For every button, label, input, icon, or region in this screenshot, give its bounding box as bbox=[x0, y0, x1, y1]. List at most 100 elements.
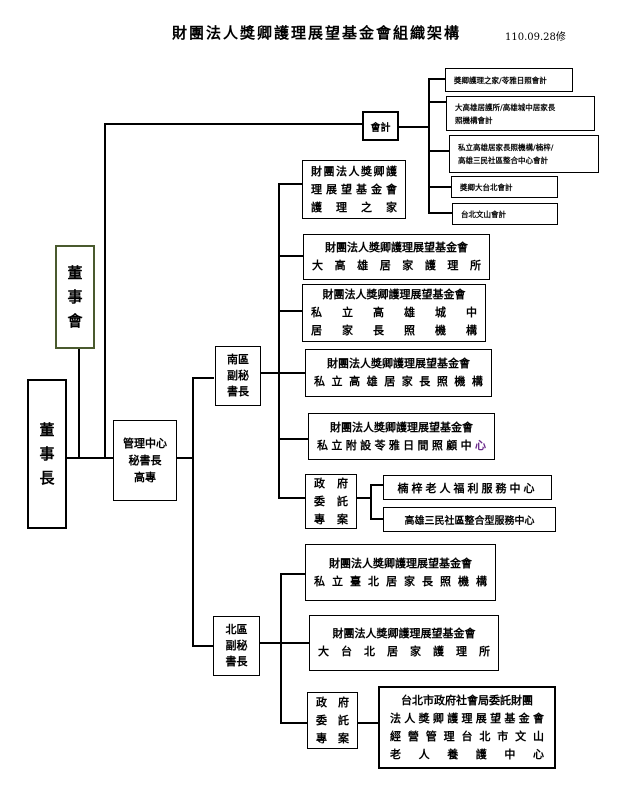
accounting-box[interactable]: 會計 bbox=[362, 111, 399, 141]
char: 政 bbox=[316, 695, 327, 709]
connector bbox=[370, 518, 384, 520]
south-deputy-box[interactable]: 南區 副秘 書長 bbox=[215, 346, 261, 406]
gov-row: 政府 bbox=[316, 694, 349, 712]
char: 台 bbox=[461, 729, 473, 743]
char: 心 bbox=[532, 747, 544, 761]
chairman-box[interactable]: 董 事 長 bbox=[27, 379, 67, 529]
unit-row: 財團法人獎卿護理展望基金會 bbox=[314, 355, 483, 373]
south-unit-chengzhong[interactable]: 財團法人獎卿護理展望基金會 私立高雄城中 居家長照機構 bbox=[302, 284, 486, 342]
char: 立 bbox=[332, 574, 343, 588]
char: 人 bbox=[404, 711, 416, 725]
char: 委 bbox=[314, 494, 325, 508]
char: 照 bbox=[436, 375, 448, 388]
char: 託 bbox=[337, 494, 348, 508]
char: 居 bbox=[311, 324, 322, 337]
char: 市 bbox=[497, 729, 509, 743]
char: 台 bbox=[341, 645, 352, 658]
board-char: 事 bbox=[67, 288, 83, 306]
secretary-general-line: 高專 bbox=[134, 471, 156, 484]
accounting-child-box[interactable]: 台北文山會計 bbox=[452, 203, 558, 225]
south-gov-commission-box[interactable]: 政府 委託 專案 bbox=[305, 474, 357, 529]
connector bbox=[428, 150, 450, 152]
accounting-child-box[interactable]: 獎卿大台北會計 bbox=[451, 176, 558, 198]
char: 私 bbox=[311, 306, 322, 319]
south-unit-nursing-home[interactable]: 財團法人獎卿護 理展望基金會 護理之家 bbox=[302, 160, 406, 219]
board-char: 董 bbox=[67, 264, 83, 282]
gov-row: 專案 bbox=[314, 511, 348, 529]
char: 委 bbox=[316, 713, 327, 727]
char: 構 bbox=[471, 375, 483, 388]
connector bbox=[260, 642, 310, 644]
char: 金 bbox=[518, 711, 530, 725]
char: 家 bbox=[342, 324, 353, 337]
char: 政 bbox=[314, 476, 325, 490]
connector bbox=[78, 348, 80, 458]
char: 構 bbox=[466, 324, 477, 337]
char: 卿 bbox=[373, 164, 385, 178]
south-unit-kaohsiung-ltc[interactable]: 財團法人獎卿護理展望基金會 私立高雄居家長照機構 bbox=[305, 349, 492, 397]
connector bbox=[370, 484, 372, 520]
char: 護 bbox=[447, 711, 459, 725]
accounting-label: 會計 bbox=[370, 122, 391, 134]
char: 養 bbox=[447, 747, 459, 761]
connector bbox=[278, 310, 304, 312]
char: 苓 bbox=[374, 438, 386, 452]
accounting-child-box[interactable]: 大高雄居護所/高雄城中居家長 照機構會計 bbox=[446, 96, 595, 131]
char: 台北市政府社會局委託財團 bbox=[401, 693, 533, 707]
char: 理 bbox=[461, 711, 473, 725]
accounting-child-box[interactable]: 私立高雄居家長照機構/楠梓/ 高雄三民社區整合中心會計 bbox=[449, 135, 599, 173]
north-unit-taipei-home-nursing[interactable]: 財團法人獎卿護理展望基金會 大台北居家護理所 bbox=[309, 615, 499, 671]
accounting-child-box[interactable]: 獎卿護理之家/苓雅日照會計 bbox=[445, 68, 573, 92]
south-deputy-line: 書長 bbox=[227, 385, 249, 398]
char: 人 bbox=[418, 747, 430, 761]
char: 雅 bbox=[388, 438, 400, 452]
char: 家 bbox=[402, 259, 414, 272]
north-unit-taipei-ltc[interactable]: 財團法人獎卿護理展望基金會 私立臺北居家長照機構 bbox=[305, 544, 496, 601]
unit-row: 財團法人獎卿護理展望基金會 bbox=[312, 239, 481, 257]
unit-row: 經營管理台北市文山 bbox=[390, 728, 544, 746]
char: 理 bbox=[456, 645, 467, 658]
char: 財團法人獎卿護理展望基金會 bbox=[325, 241, 468, 254]
secretary-general-box[interactable]: 管理中心 秘書長 高專 bbox=[113, 420, 177, 501]
char: 法 bbox=[336, 164, 347, 178]
south-gov-child-label: 高雄三民社區整合型服務中心 bbox=[404, 516, 535, 527]
char: 之 bbox=[361, 200, 372, 214]
char: 獎 bbox=[361, 164, 372, 178]
char: 財團法人獎卿護理展望基金會 bbox=[330, 420, 473, 434]
board-of-directors-box[interactable]: 董 事 會 bbox=[55, 245, 95, 349]
south-gov-child-box[interactable]: 楠梓老人福利服務中心 bbox=[383, 475, 552, 500]
char: 經 bbox=[390, 729, 401, 743]
chairman-char: 董 bbox=[39, 421, 55, 439]
south-gov-child-box[interactable]: 高雄三民社區整合型服務中心 bbox=[383, 507, 556, 532]
char: 基 bbox=[356, 182, 367, 196]
char: 所 bbox=[479, 645, 490, 658]
south-gov-child-label: 楠梓老人福利服務中心 bbox=[397, 481, 538, 495]
char: 展 bbox=[326, 182, 337, 196]
char: 府 bbox=[338, 695, 349, 709]
connector bbox=[370, 484, 384, 486]
char: 中 bbox=[504, 747, 516, 761]
highlighted-char: 心 bbox=[474, 438, 486, 452]
char: 管 bbox=[425, 729, 437, 743]
north-gov-commission-box[interactable]: 政府 委託 專案 bbox=[307, 692, 358, 749]
south-deputy-line: 南區 bbox=[227, 353, 249, 366]
board-char: 會 bbox=[67, 312, 83, 330]
char: 案 bbox=[337, 512, 348, 526]
unit-row: 財團法人獎卿護理展望基金會 bbox=[317, 419, 486, 437]
unit-row: 大台北居家護理所 bbox=[318, 643, 490, 661]
south-unit-lingya-daycare[interactable]: 財團法人獎卿護理展望基金會 私立附設苓雅日間照顧中心 bbox=[308, 413, 495, 460]
char: 理 bbox=[311, 182, 322, 196]
unit-row: 護理之家 bbox=[311, 199, 397, 217]
char: 間 bbox=[417, 438, 429, 452]
south-unit-home-nursing[interactable]: 財團法人獎卿護理展望基金會 大高雄居家護理所 bbox=[303, 234, 490, 280]
char: 財團法人獎卿護理展望基金會 bbox=[329, 556, 472, 570]
connector bbox=[357, 722, 379, 724]
connector bbox=[261, 372, 307, 374]
north-gov-child-wenshan[interactable]: 台北市政府社會局委託財團 法人獎卿護理展望基金會 經營管理台北市文山 老人養護中… bbox=[378, 686, 556, 769]
char: 卿 bbox=[432, 711, 444, 725]
char: 立 bbox=[331, 438, 343, 452]
north-deputy-box[interactable]: 北區 副秘 書長 bbox=[213, 616, 260, 676]
unit-row: 財團法人獎卿護理展望基金會 bbox=[311, 286, 477, 304]
accounting-child-label: 台北文山會計 bbox=[461, 209, 506, 219]
connector bbox=[428, 186, 452, 188]
